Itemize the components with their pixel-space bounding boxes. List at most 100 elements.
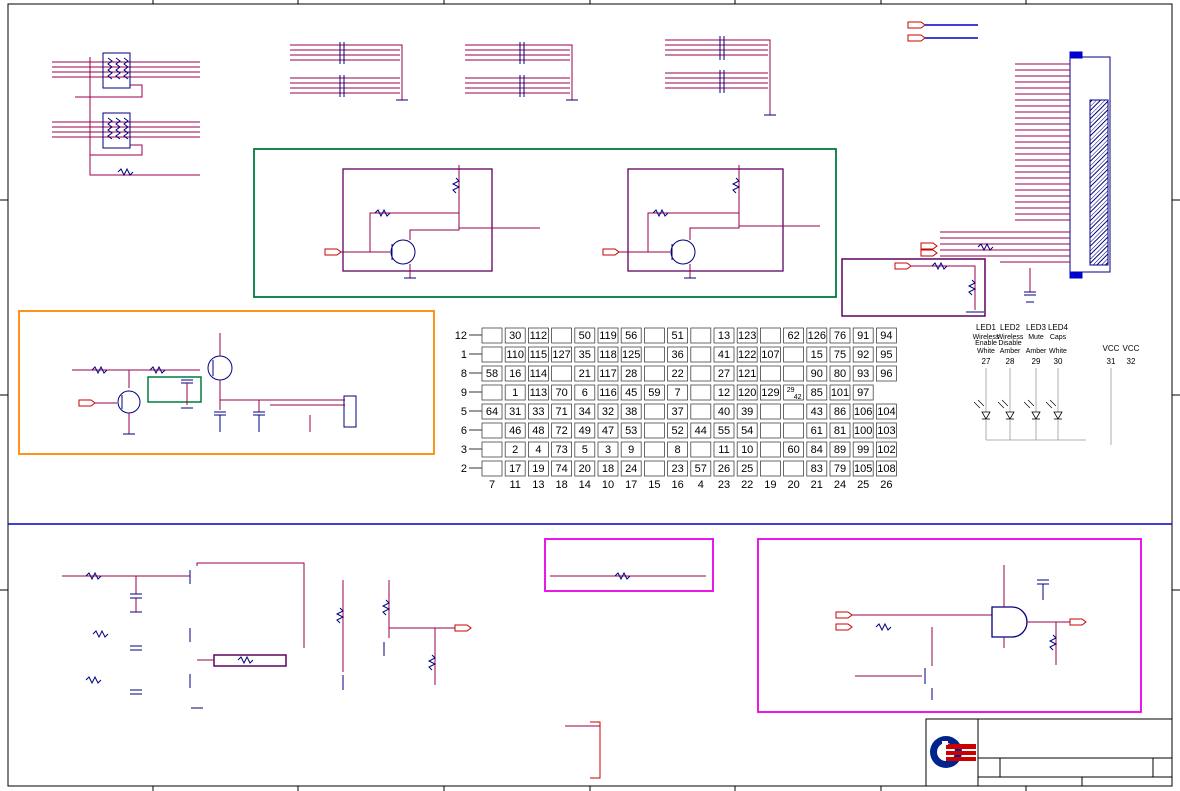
matrix-cell — [760, 422, 781, 439]
matrix-cell — [876, 441, 897, 458]
transistor-circuit-left — [324, 165, 540, 279]
matrix-cell — [551, 327, 572, 344]
matrix-cell — [736, 441, 758, 458]
led-function: Mute — [1028, 334, 1044, 341]
matrix-cell-value: 21 — [579, 368, 591, 380]
matrix-cell-value: 95 — [880, 349, 892, 361]
matrix-cell — [783, 403, 804, 420]
matrix-cell-value: 57 — [695, 463, 707, 475]
matrix-cell — [806, 346, 828, 363]
matrix-cell — [528, 384, 549, 401]
light-arrows-icon — [973, 399, 985, 409]
bottom-netflags — [565, 721, 601, 779]
matrix-row-label: 9 — [461, 387, 467, 399]
matrix-cell — [736, 384, 758, 401]
matrix-cell-value: 50 — [579, 330, 591, 342]
matrix-cell — [783, 422, 804, 439]
matrix-cell-value: 35 — [579, 349, 591, 361]
matrix-cell — [852, 327, 874, 344]
matrix-cell — [574, 327, 596, 344]
pullup-box — [841, 258, 986, 317]
matrix-cell-value: 94 — [880, 330, 892, 342]
matrix-cell — [852, 460, 874, 477]
keyboard-connector — [920, 51, 1111, 303]
matrix-cell-value: 96 — [880, 368, 892, 380]
matrix-cell — [574, 460, 596, 477]
matrix-cell-value: 116 — [599, 387, 617, 399]
matrix-column-label: 15 — [648, 479, 660, 491]
matrix-cell — [644, 460, 665, 477]
matrix-cell-value: 91 — [857, 330, 869, 342]
matrix-cell-value: 55 — [718, 425, 730, 437]
matrix-cell — [690, 327, 712, 344]
matrix-cell-value: 15 — [811, 349, 823, 361]
matrix-cell — [481, 422, 503, 439]
matrix-cell — [481, 346, 503, 363]
matrix-cell-value: 75 — [834, 349, 846, 361]
matrix-cell — [644, 365, 665, 382]
matrix-cell-value: 123 — [738, 330, 756, 342]
matrix-cell — [504, 365, 526, 382]
matrix-cell — [783, 346, 804, 363]
matrix-cell-value: 30 — [509, 330, 521, 342]
matrix-cell — [574, 441, 596, 458]
vcc-pin: 31 — [1107, 357, 1116, 366]
matrix-cell — [504, 460, 526, 477]
matrix-cell — [551, 365, 572, 382]
matrix-cell — [736, 403, 758, 420]
matrix-cell — [620, 460, 642, 477]
led-pin: 30 — [1054, 357, 1063, 366]
matrix-cell — [528, 441, 549, 458]
matrix-column-label: 23 — [718, 479, 730, 491]
matrix-cell-value: 70 — [555, 387, 567, 399]
matrix-cell — [597, 365, 619, 382]
matrix-cell-value: 115 — [530, 349, 548, 361]
mosfet-circuit — [72, 333, 357, 435]
orange-mosfet-box — [18, 310, 435, 455]
led-diode-icon — [1005, 411, 1015, 420]
matrix-cell-value: 85 — [811, 387, 823, 399]
matrix-row-label: 12 — [455, 330, 467, 342]
matrix-cell-value: 34 — [579, 406, 591, 418]
quanta-logo — [930, 736, 976, 768]
matrix-cell — [620, 441, 642, 458]
matrix-column-label: 10 — [602, 479, 614, 491]
matrix-cell-value: 44 — [695, 425, 707, 437]
matrix-cell — [713, 384, 735, 401]
matrix-cell-value: 92 — [857, 349, 869, 361]
matrix-cell — [574, 365, 596, 382]
matrix-cell-value: 129 — [761, 387, 779, 399]
matrix-cell — [736, 327, 758, 344]
matrix-cell-value: 89 — [834, 444, 846, 456]
matrix-cell — [713, 422, 735, 439]
matrix-cell-value: 71 — [555, 406, 567, 418]
matrix-cell — [876, 365, 897, 382]
matrix-cell — [620, 422, 642, 439]
matrix-cell — [829, 460, 851, 477]
matrix-cell — [504, 403, 526, 420]
led-function: Caps — [1050, 334, 1067, 341]
matrix-column-label: 4 — [698, 479, 704, 491]
and-gate-box — [757, 538, 1142, 713]
matrix-cell — [551, 384, 572, 401]
matrix-cell — [481, 365, 503, 382]
matrix-cell — [620, 403, 642, 420]
matrix-cell-value: 40 — [718, 406, 730, 418]
matrix-cell — [504, 422, 526, 439]
led-pin: 28 — [1006, 357, 1015, 366]
matrix-cell-value: 110 — [506, 349, 524, 361]
matrix-cell — [852, 365, 874, 382]
matrix-column-label: 11 — [509, 479, 520, 491]
matrix-cell — [690, 422, 712, 439]
matrix-cell — [597, 327, 619, 344]
capacitor-array-2 — [465, 42, 578, 101]
matrix-cell-value: 102 — [877, 444, 895, 456]
matrix-cell — [667, 422, 688, 439]
matrix-cell — [551, 422, 572, 439]
led-diode-icon — [1031, 411, 1041, 420]
matrix-cell — [829, 365, 851, 382]
matrix-cell — [667, 460, 688, 477]
led-function-detail: Disable — [998, 340, 1021, 347]
matrix-cell-value: 24 — [625, 463, 637, 475]
